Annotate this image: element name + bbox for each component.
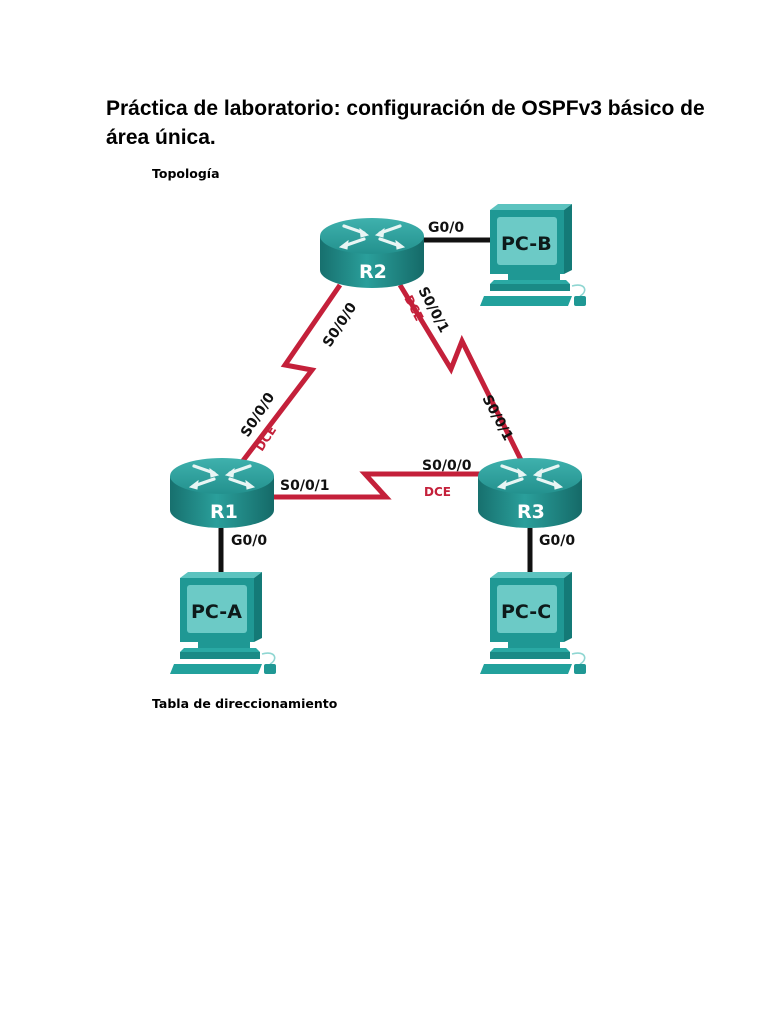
- pc-label: PC-C: [501, 601, 551, 623]
- pc-icon: [479, 203, 587, 307]
- pc-label: PC-B: [501, 233, 552, 255]
- serial-link-r2-r3: [397, 283, 525, 464]
- pc-icon: [479, 571, 587, 675]
- r3-dce-label: DCE: [424, 485, 451, 499]
- topology-heading: Topología: [152, 166, 220, 181]
- router-label: R3: [517, 501, 545, 523]
- router-label: R2: [359, 261, 387, 283]
- pc-a[interactable]: PC-A: [169, 571, 277, 675]
- router-r3[interactable]: R3: [476, 456, 584, 530]
- pc-c[interactable]: PC-C: [479, 571, 587, 675]
- addressing-table-heading: Tabla de direccionamiento: [152, 696, 338, 711]
- serial-link-r1-r3: [272, 471, 490, 500]
- pc-label: PC-A: [191, 601, 242, 623]
- page-title: Práctica de laboratorio: configuración d…: [106, 97, 705, 149]
- r3-s001-label: S0/0/1: [478, 392, 515, 443]
- router-r2[interactable]: R2: [318, 216, 426, 290]
- r3-s000-label: S0/0/0: [422, 458, 472, 474]
- router-label: R1: [210, 501, 238, 523]
- router-r1[interactable]: R1: [168, 456, 276, 530]
- pc-icon: [169, 571, 277, 675]
- serial-link-r1-r2: [240, 283, 343, 464]
- r1-g0-label: G0/0: [231, 533, 267, 549]
- r2-g0-label: G0/0: [428, 220, 464, 236]
- r1-s001-label: S0/0/1: [280, 478, 330, 494]
- pc-b[interactable]: PC-B: [479, 203, 587, 307]
- r3-g0-label: G0/0: [539, 533, 575, 549]
